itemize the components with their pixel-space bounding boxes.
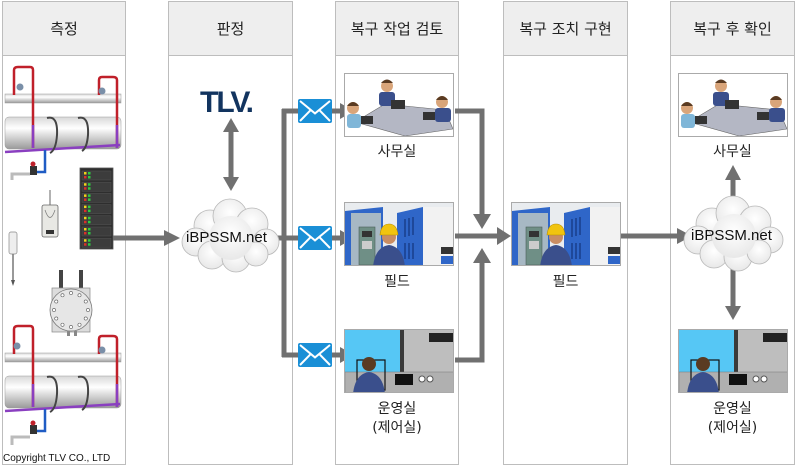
column-header-verification: 복구 후 확인 xyxy=(671,2,794,56)
bolt xyxy=(83,316,88,321)
arrowhead xyxy=(164,230,180,246)
rack-slot xyxy=(81,215,112,226)
implementation-field-label: 필드 xyxy=(552,274,579,290)
office-workers-icon xyxy=(678,73,788,137)
rack-slot xyxy=(81,226,112,237)
control-room-operator-icon xyxy=(344,329,454,393)
steam-trap-piping-icon xyxy=(4,65,122,180)
column-header-measurement: 측정 xyxy=(3,2,125,56)
bolt xyxy=(54,299,59,304)
verification-control-room-label: 운영실 (제어실) xyxy=(707,401,758,436)
steam-trap-piping-icon xyxy=(4,324,122,445)
review-control-room-label: 운영실 (제어실) xyxy=(372,401,422,436)
bolt xyxy=(86,308,90,312)
bolt xyxy=(60,322,65,327)
rack-slot xyxy=(81,193,112,203)
bolt xyxy=(77,293,82,298)
tlv-logo: TLV. xyxy=(200,86,254,119)
merge-path-bottom xyxy=(455,262,485,363)
copyright-notice: Copyright TLV CO., LTD xyxy=(3,453,111,464)
sensor-probe-icon xyxy=(8,231,18,286)
cloud-icon xyxy=(683,195,784,272)
steam-trap-flange-icon xyxy=(49,270,93,336)
column-header-review: 복구 작업 검토 xyxy=(336,2,458,56)
wireless-sensor-icon xyxy=(41,190,59,238)
review-office-label: 사무실 xyxy=(377,144,417,160)
bolt xyxy=(83,299,88,304)
column-header-judgement: 판정 xyxy=(169,2,292,56)
verification-office-label: 사무실 xyxy=(713,144,752,160)
bolt xyxy=(52,308,56,312)
field-worker-icon xyxy=(344,202,454,266)
ibpssm-cloud-label: iBPSSM.net xyxy=(186,229,267,246)
email-envelope-icon xyxy=(298,343,332,367)
cloud-icon xyxy=(181,198,280,273)
bolt xyxy=(77,322,82,327)
ibpssm-cloud-label-verification: iBPSSM.net xyxy=(691,227,772,244)
bolt xyxy=(54,316,59,321)
rack-slot xyxy=(81,204,112,214)
column-header-implementation: 복구 조치 구현 xyxy=(504,2,627,56)
rack-slot xyxy=(81,170,112,181)
bolt xyxy=(60,293,65,298)
office-workers-icon xyxy=(344,73,454,137)
email-envelope-icon xyxy=(298,226,332,250)
bolt xyxy=(69,325,73,329)
control-room-operator-icon xyxy=(678,329,788,393)
field-worker-icon xyxy=(511,202,621,266)
rack-slot xyxy=(81,237,112,248)
merge-path-top xyxy=(455,108,485,215)
rack-slot xyxy=(81,181,112,192)
review-field-label: 필드 xyxy=(384,274,410,290)
bolt xyxy=(69,291,73,295)
email-envelope-icon xyxy=(298,99,332,123)
